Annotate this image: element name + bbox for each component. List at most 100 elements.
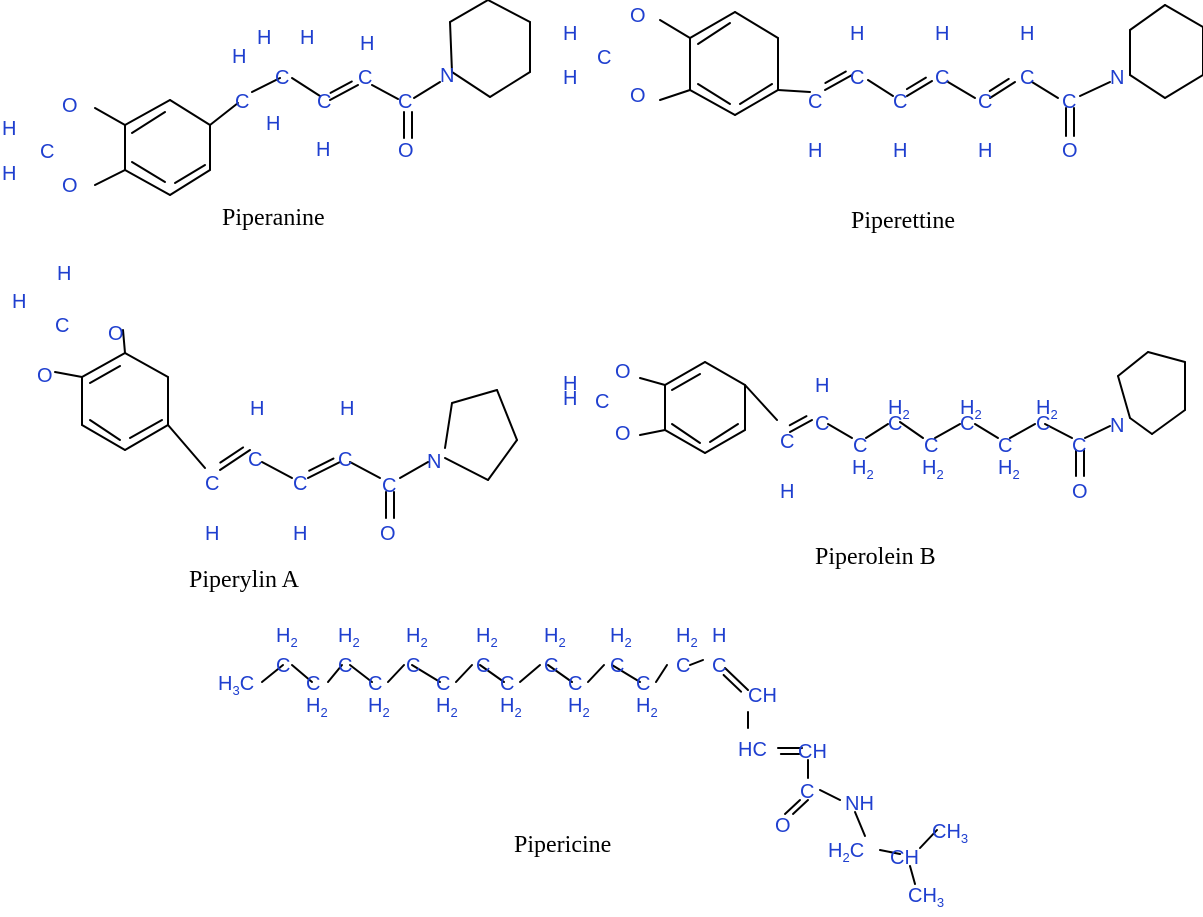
atom-h: H (266, 113, 280, 135)
atom-c: C (205, 473, 219, 495)
atom-h2: H2 (568, 695, 590, 720)
bond-33 (739, 83, 773, 105)
bond-68 (219, 449, 251, 471)
atom-h: H (1020, 23, 1034, 45)
atom-h2: H2 (476, 625, 498, 650)
bond-83 (704, 361, 746, 386)
atom-c: C (436, 673, 450, 695)
atom-h: H (340, 398, 354, 420)
bond-49 (1079, 81, 1111, 97)
atom-h: H (2, 118, 16, 140)
atom-c: C (275, 67, 289, 89)
bond-108 (1147, 351, 1186, 363)
atom-h2c: H2C (828, 840, 864, 865)
bond-55 (1129, 74, 1166, 99)
bond-13 (291, 77, 321, 97)
bond-135 (854, 811, 866, 837)
atom-c: C (636, 673, 650, 695)
bond-86 (664, 429, 706, 454)
atom-c: C (888, 413, 902, 435)
name-pipericine: Pipericine (514, 832, 611, 858)
bond-97 (865, 423, 889, 439)
bond-26 (689, 11, 736, 39)
bond-3 (169, 169, 211, 196)
atom-h: H (780, 481, 794, 503)
atom-n: N (440, 65, 454, 87)
atom-h: H (250, 398, 264, 420)
atom-h2: H2 (888, 397, 910, 422)
bond-7 (174, 164, 206, 184)
atom-ch: CH (890, 847, 919, 869)
atom-h2: H2 (610, 625, 632, 650)
atom-h2: H2 (436, 695, 458, 720)
atom-c: C (40, 141, 54, 163)
bond-37 (777, 89, 811, 93)
bond-43 (947, 81, 976, 99)
atom-h2: H2 (544, 625, 566, 650)
bond-115 (349, 664, 373, 683)
bond-137 (919, 829, 938, 849)
atom-h: H (563, 23, 577, 45)
bond-35 (659, 19, 691, 39)
bond-100 (974, 423, 999, 439)
atom-o: O (380, 523, 396, 545)
bond-72 (308, 457, 335, 472)
atom-c: C (676, 655, 690, 677)
atom-o: O (1072, 481, 1088, 503)
atom-c: C (1036, 413, 1050, 435)
bond-112 (261, 664, 284, 683)
atom-c: C (293, 473, 307, 495)
bond-93 (744, 384, 778, 421)
bond-119 (479, 664, 505, 683)
atom-h: H (57, 263, 71, 285)
bond-90 (671, 423, 701, 444)
bond-27 (734, 11, 779, 39)
atom-h2: H2 (636, 695, 658, 720)
bond-59 (124, 424, 169, 451)
bond-65 (122, 329, 126, 354)
atom-c: C (338, 449, 352, 471)
bond-89 (709, 423, 739, 443)
bond-118 (455, 664, 473, 683)
bond-41 (906, 80, 933, 97)
bond-42 (905, 76, 927, 91)
atom-h2: H2 (500, 695, 522, 720)
bond-67 (167, 424, 206, 469)
bond-105 (1084, 425, 1111, 439)
bond-15 (329, 80, 353, 94)
bond-121 (547, 664, 573, 683)
bond-62 (89, 365, 121, 384)
atom-c: C (248, 449, 262, 471)
atom-h: H (808, 140, 822, 162)
bond-54 (1164, 74, 1203, 99)
bond-0 (124, 99, 171, 126)
bond-110 (1151, 409, 1186, 435)
atom-c: C (55, 315, 69, 337)
atom-h: H (360, 33, 374, 55)
atom-c: C (815, 413, 829, 435)
atom-o: O (398, 140, 414, 162)
atom-c: C (476, 655, 490, 677)
atom-c: C (398, 91, 412, 113)
bond-32 (697, 22, 731, 45)
bond-19 (413, 81, 441, 99)
bond-6 (131, 111, 166, 134)
atom-c: C (712, 655, 726, 677)
atom-h2: H2 (338, 625, 360, 650)
atom-c: C (893, 91, 907, 113)
bond-73 (349, 461, 381, 479)
atom-c: C (780, 431, 794, 453)
atom-c: C (235, 91, 249, 113)
atom-c: C (544, 655, 558, 677)
bond-101 (1009, 423, 1036, 439)
atom-n: N (427, 451, 441, 473)
atom-h: H (300, 27, 314, 49)
atom-c: C (382, 475, 396, 497)
bond-113 (291, 664, 313, 683)
bond-39 (824, 70, 847, 84)
bond-38 (824, 74, 853, 91)
atom-h2: H2 (276, 625, 298, 650)
bond-80 (487, 439, 518, 481)
bond-51 (1129, 4, 1166, 31)
atom-h: H (12, 291, 26, 313)
